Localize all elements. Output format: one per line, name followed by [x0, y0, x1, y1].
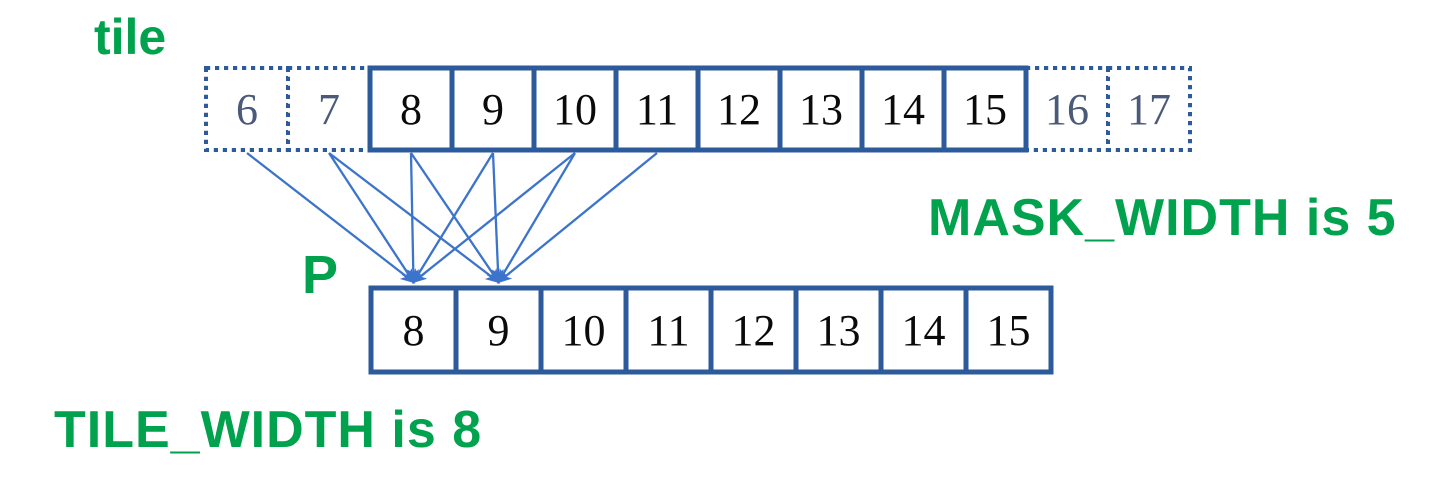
tile-cell-value: 14	[881, 85, 925, 134]
p-cell	[538, 285, 629, 375]
p-cell-value: 8	[403, 306, 425, 355]
tile-halo-cell	[1024, 66, 1110, 152]
tile-halo-cell	[204, 66, 290, 152]
mask-width-label: MASK_WIDTH is 5	[928, 189, 1397, 247]
tile-cell	[941, 65, 1029, 153]
tile-width-label: TILE_WIDTH is 8	[54, 401, 483, 459]
p-cell-value: 9	[488, 306, 510, 355]
tile-cell-value: 12	[717, 85, 761, 134]
p-cell-value: 15	[987, 306, 1031, 355]
mask-input-arrow	[491, 152, 504, 285]
tile-cell	[367, 65, 455, 153]
mask-input-arrow	[410, 152, 500, 284]
tile-cell-value: 8	[400, 85, 422, 134]
tile-halo-cell	[286, 66, 372, 152]
p-cell-value: 11	[647, 306, 689, 355]
p-cell-value: 13	[817, 306, 861, 355]
tile-cell-value: 15	[963, 85, 1007, 134]
tile-cell	[449, 65, 537, 153]
p-cell-value: 10	[562, 306, 606, 355]
p-cell	[963, 285, 1054, 375]
p-cell-value: 14	[902, 306, 946, 355]
mask-input-arrow	[328, 152, 415, 284]
tile-halo-cell	[1106, 66, 1192, 152]
mask-input-arrow	[246, 152, 416, 284]
tile-cell-value: 10	[553, 85, 597, 134]
p-cell	[368, 285, 459, 375]
mask-input-arrow	[412, 152, 494, 284]
p-cell	[793, 285, 884, 375]
mask-input-arrow	[497, 152, 576, 284]
p-cell-value: 12	[732, 306, 776, 355]
tile-cell-value: 16	[1045, 85, 1089, 134]
p-cell	[453, 285, 544, 375]
tile-cell-value: 17	[1127, 85, 1171, 134]
p-label: P	[302, 245, 339, 305]
tile-label: tile	[94, 9, 167, 65]
mask-input-arrow	[496, 152, 658, 284]
mask-input-arrow	[328, 152, 501, 284]
tile-cell-value: 11	[636, 85, 678, 134]
tile-cell-value: 9	[482, 85, 504, 134]
tile-cell-value: 6	[236, 85, 258, 134]
tile-cell-value: 7	[318, 85, 340, 134]
p-cell	[708, 285, 799, 375]
tile-cell-value: 13	[799, 85, 843, 134]
tile-cell	[859, 65, 947, 153]
tile-cell	[695, 65, 783, 153]
p-cell	[878, 285, 969, 375]
mask-input-arrow	[411, 152, 576, 284]
tile-cell	[613, 65, 701, 153]
